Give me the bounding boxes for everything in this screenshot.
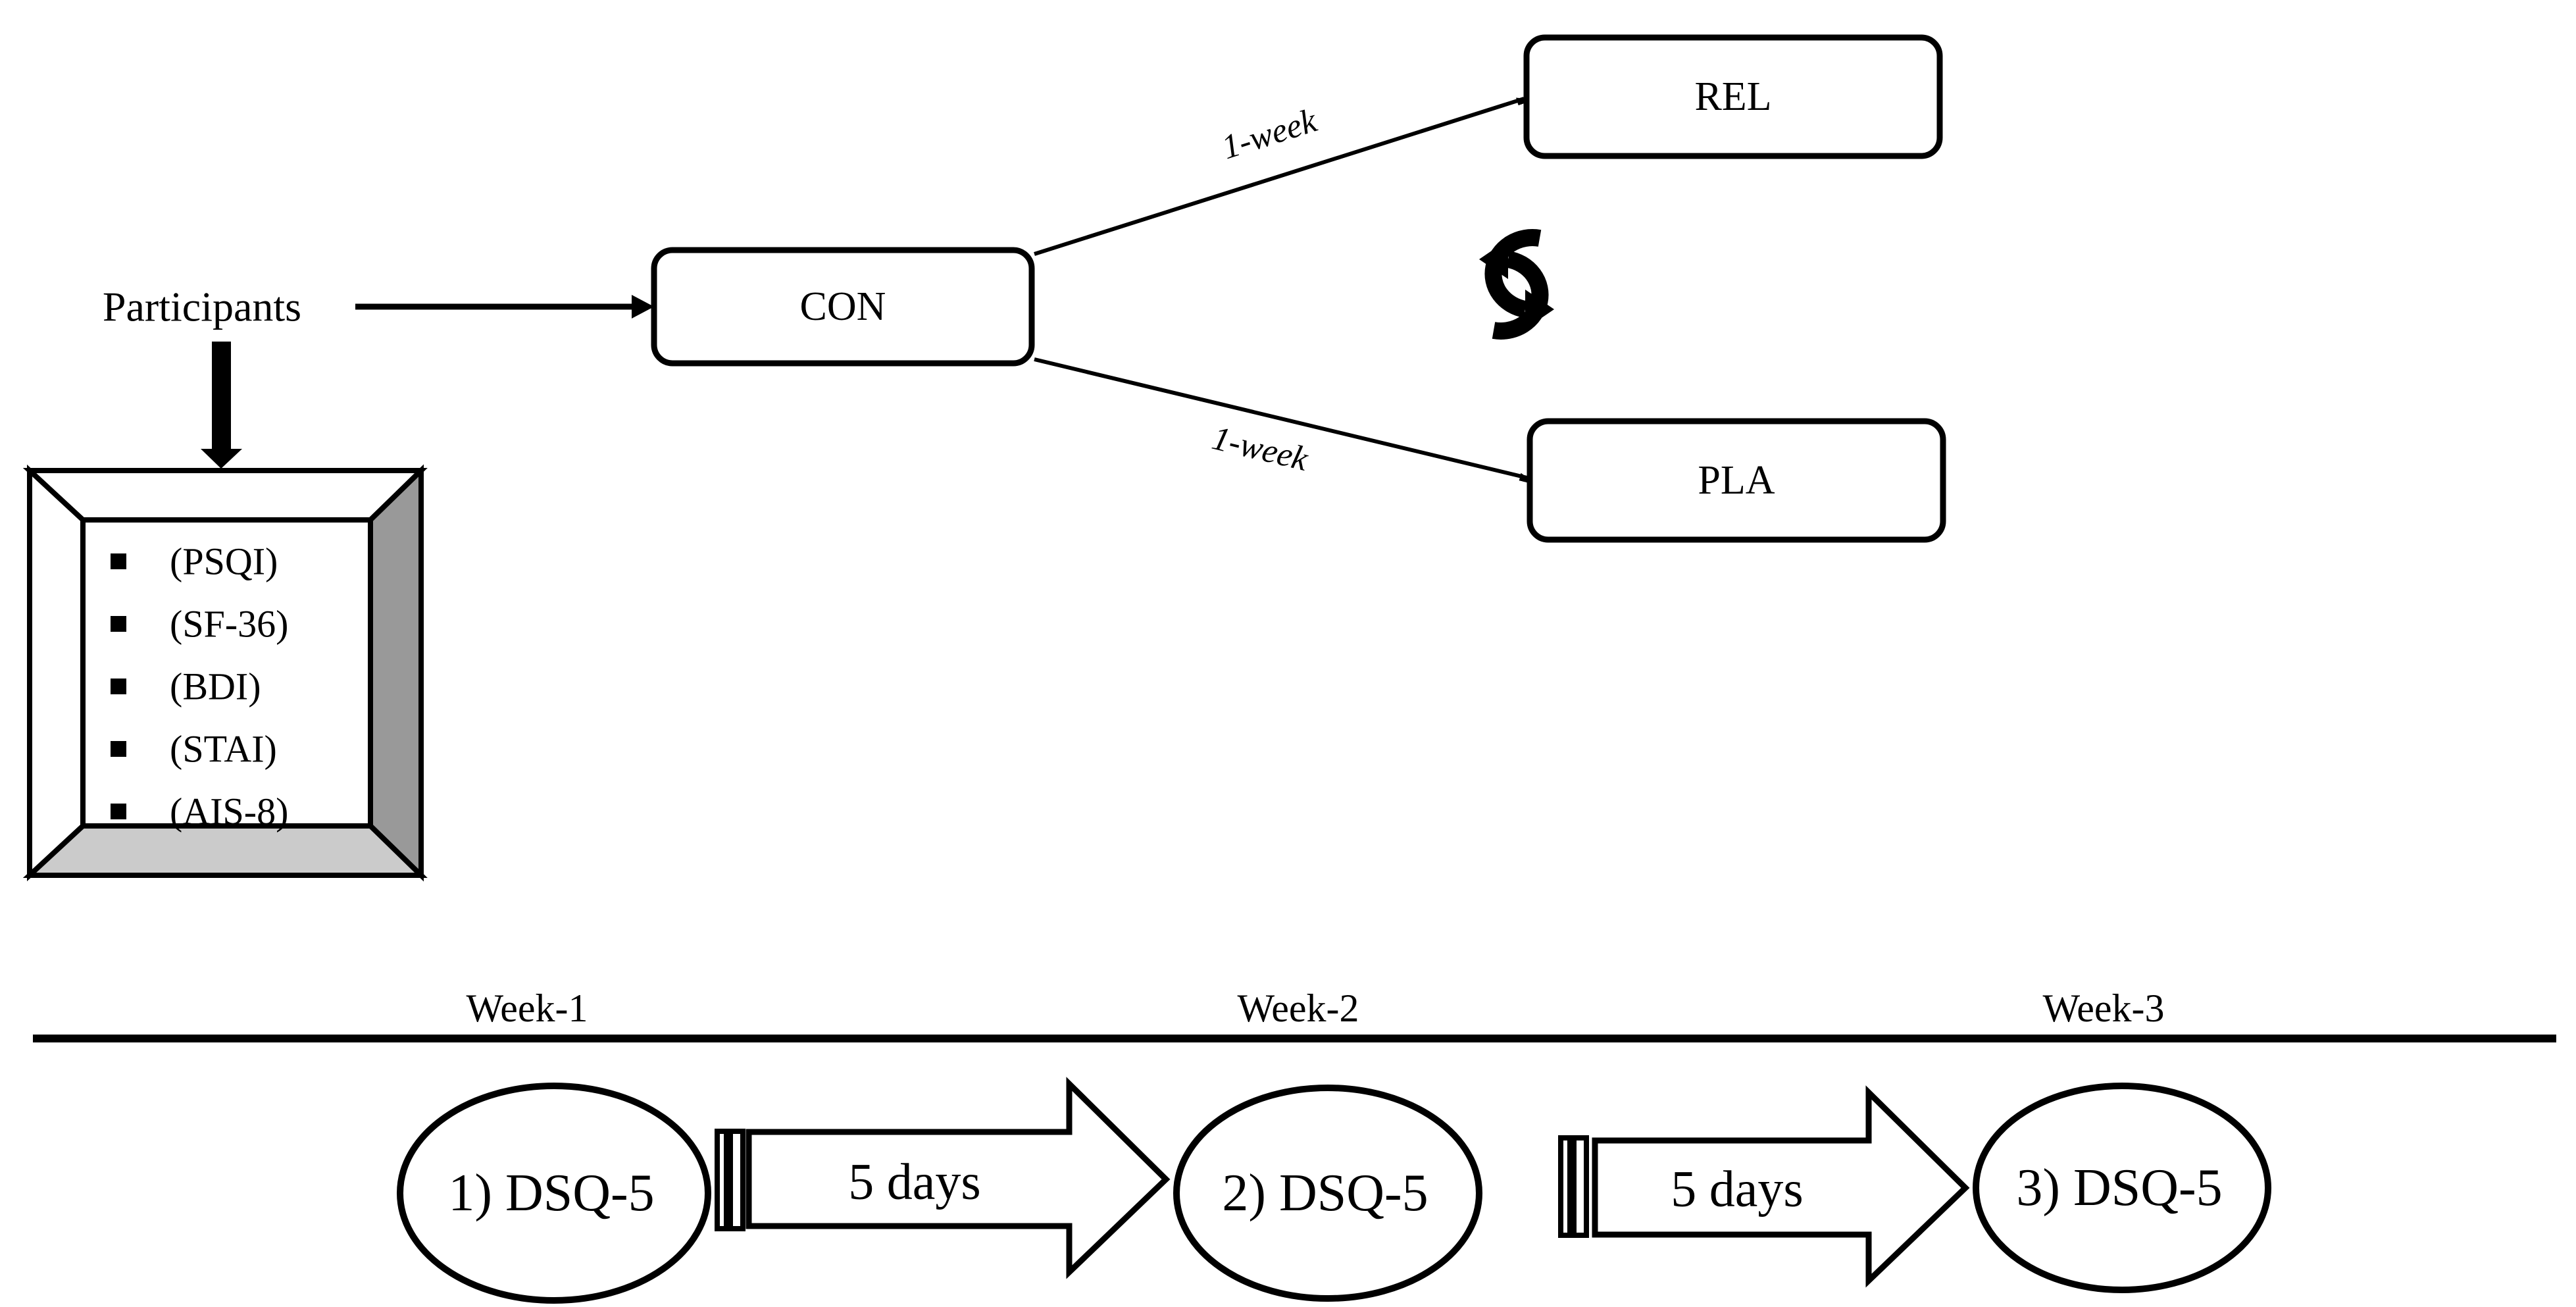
participants-to-con-arrow <box>355 295 654 319</box>
participants-to-questionnaires-arrow <box>201 342 242 469</box>
week-1-label: Week-1 <box>466 987 588 1030</box>
frame-bottom-face <box>22 823 428 878</box>
con-to-rel-arrow <box>1034 97 1524 256</box>
questionnaire-item: (AIS-8) <box>170 790 288 833</box>
assessment-2-ellipse: 2) DSQ-5 <box>1173 1085 1482 1302</box>
questionnaire-item: (SF-36) <box>170 603 288 646</box>
questionnaire-item: (BDI) <box>170 665 261 708</box>
frame-left-face <box>27 464 86 882</box>
rel-arrow-duration-label: 1-week <box>1217 101 1321 167</box>
interval-2-label: 5 days <box>1671 1160 1803 1217</box>
block-arrow <box>1592 1085 1970 1288</box>
rel-label: REL <box>1694 74 1771 119</box>
questionnaire-list: (PSQI) (SF-36) (BDI) (STAI) (AIS-8) <box>111 540 288 833</box>
questionnaires-panel <box>22 464 428 882</box>
break-bar <box>728 1129 745 1231</box>
con-group-box: CON <box>651 247 1035 367</box>
crossover-arrows-icon <box>1479 229 1554 340</box>
questionnaire-item: (STAI) <box>170 728 277 771</box>
assessment-2-label: 2) DSQ-5 <box>1222 1164 1428 1222</box>
questionnaire-item: (PSQI) <box>170 540 278 583</box>
assessment-3-ellipse: 3) DSQ-5 <box>1973 1083 2271 1293</box>
break-bar <box>1571 1135 1589 1238</box>
frame-top-face <box>22 468 428 523</box>
bullet-square-icon <box>111 741 126 757</box>
bullet-square-icon <box>111 679 126 694</box>
pla-arrow-duration-label: 1-week <box>1209 419 1312 478</box>
frame-right-face <box>368 464 424 882</box>
assessment-1-label: 1) DSQ-5 <box>448 1164 654 1222</box>
rel-group-box: REL <box>1523 34 1943 159</box>
block-arrow <box>745 1077 1171 1279</box>
frame-inner-panel <box>80 517 373 829</box>
bullet-square-icon <box>111 553 126 569</box>
assessment-3-label: 3) DSQ-5 <box>2016 1159 2222 1217</box>
pla-group-box: PLA <box>1527 418 1946 543</box>
break-bar <box>1558 1135 1573 1238</box>
week-3-label: Week-3 <box>2042 987 2164 1030</box>
interval-1-label: 5 days <box>848 1153 980 1210</box>
assessment-1-ellipse: 1) DSQ-5 <box>397 1083 711 1304</box>
break-bar <box>715 1129 729 1231</box>
participants-label: Participants <box>103 284 301 330</box>
con-label: CON <box>800 284 886 329</box>
pla-label: PLA <box>1698 458 1775 503</box>
week-2-label: Week-2 <box>1237 987 1359 1030</box>
interval-2-arrow: 5 days <box>1558 1085 1970 1288</box>
bullet-square-icon <box>111 616 126 632</box>
bullet-square-icon <box>111 804 126 819</box>
con-to-pla-arrow <box>1034 357 1527 478</box>
interval-1-arrow: 5 days <box>715 1077 1171 1279</box>
